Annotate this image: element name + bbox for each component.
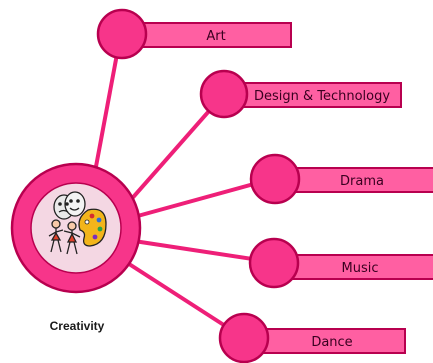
branch-label-drama: Drama [340, 174, 384, 189]
connector-art [90, 37, 122, 189]
branch-node-dance [218, 312, 270, 363]
branch-music: Music [248, 237, 433, 289]
hub-label: Creativity [50, 319, 105, 333]
branch-node-art [96, 8, 148, 60]
branch-node-drama [249, 153, 301, 205]
branch-bar-music [283, 254, 433, 280]
branch-dance: Dance [218, 312, 406, 363]
connector-music [133, 239, 273, 264]
branch-label-art: Art [206, 29, 225, 44]
branch-design-technology: Design & Technology [199, 69, 402, 119]
dancers-icon [48, 219, 81, 255]
drama-masks-dancers-palette-icon [48, 191, 107, 255]
theatre-masks-icon [53, 191, 86, 220]
branch-drama: Drama [249, 153, 433, 205]
branch-node-music [248, 237, 300, 289]
branch-art: Art [96, 8, 292, 60]
branch-bar-drama [283, 167, 433, 193]
branch-label-design-technology: Design & Technology [254, 89, 390, 104]
hub-node [10, 162, 142, 294]
paint-palette-icon [78, 208, 107, 247]
connector-drama [133, 177, 273, 219]
branch-label-music: Music [342, 261, 379, 276]
branch-label-dance: Dance [311, 335, 352, 350]
branch-node-design-technology [199, 69, 249, 119]
branch-bar-art [137, 22, 292, 48]
